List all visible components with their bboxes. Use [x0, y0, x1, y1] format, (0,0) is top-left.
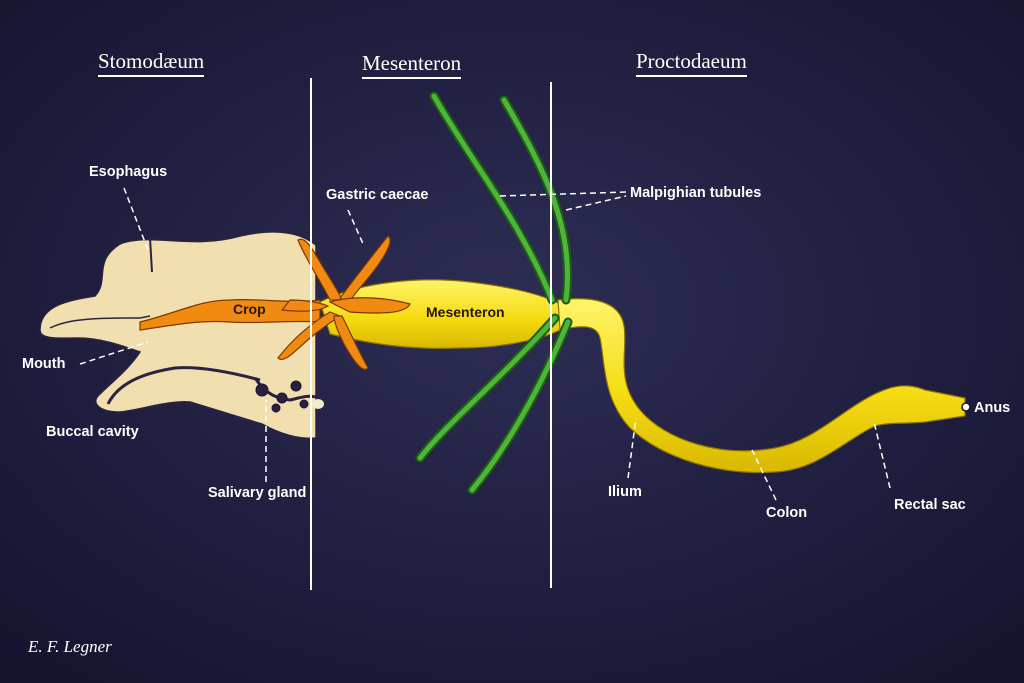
anus-marker: [961, 402, 971, 412]
label-anus: Anus: [974, 400, 1011, 416]
label-gastric-caecae: Gastric caecae: [326, 187, 429, 203]
label-esophagus: Esophagus: [89, 164, 168, 180]
leader-gastric-caecae: [347, 209, 365, 247]
label-mesenteron-inner: Mesenteron: [426, 304, 505, 320]
salivary-gland-shape: [253, 377, 321, 413]
buccal-cavity-line: [106, 366, 261, 405]
head-capsule: [39, 231, 317, 440]
esophagus-line: [149, 237, 153, 273]
label-malpighian-tubules: Malpighian tubules: [630, 185, 762, 201]
leader-ilium: [627, 417, 637, 479]
section-title-mesenteron: Mesenteron: [362, 52, 462, 80]
label-mouth: Mouth: [22, 356, 66, 372]
mouth-inner-line: [49, 315, 151, 329]
leader-rectal-sac: [873, 421, 891, 489]
label-crop: Crop: [233, 301, 266, 317]
label-salivary-gland: Salivary gland: [208, 485, 307, 501]
section-title-stomodaeum: Stomodæum: [98, 50, 205, 78]
leader-esophagus: [123, 187, 149, 251]
label-buccal-cavity: Buccal cavity: [46, 424, 139, 440]
leader-malpighian-1: [499, 191, 627, 197]
gastric-caecae-shape: [277, 235, 411, 370]
malpighian-tubules-shape: [415, 91, 573, 495]
leader-malpighian-2: [565, 195, 627, 211]
gland-reservoir: [312, 399, 324, 409]
label-rectal-sac: Rectal sac: [894, 497, 966, 513]
label-colon: Colon: [766, 505, 808, 521]
label-ilium: Ilium: [608, 484, 642, 500]
leader-mouth: [79, 341, 149, 365]
hindgut-tube: [557, 298, 966, 474]
author-credit: E. F. Legner: [28, 637, 112, 656]
leader-lines: [79, 187, 891, 501]
section-title-proctodaeum: Proctodaeum: [636, 50, 747, 78]
